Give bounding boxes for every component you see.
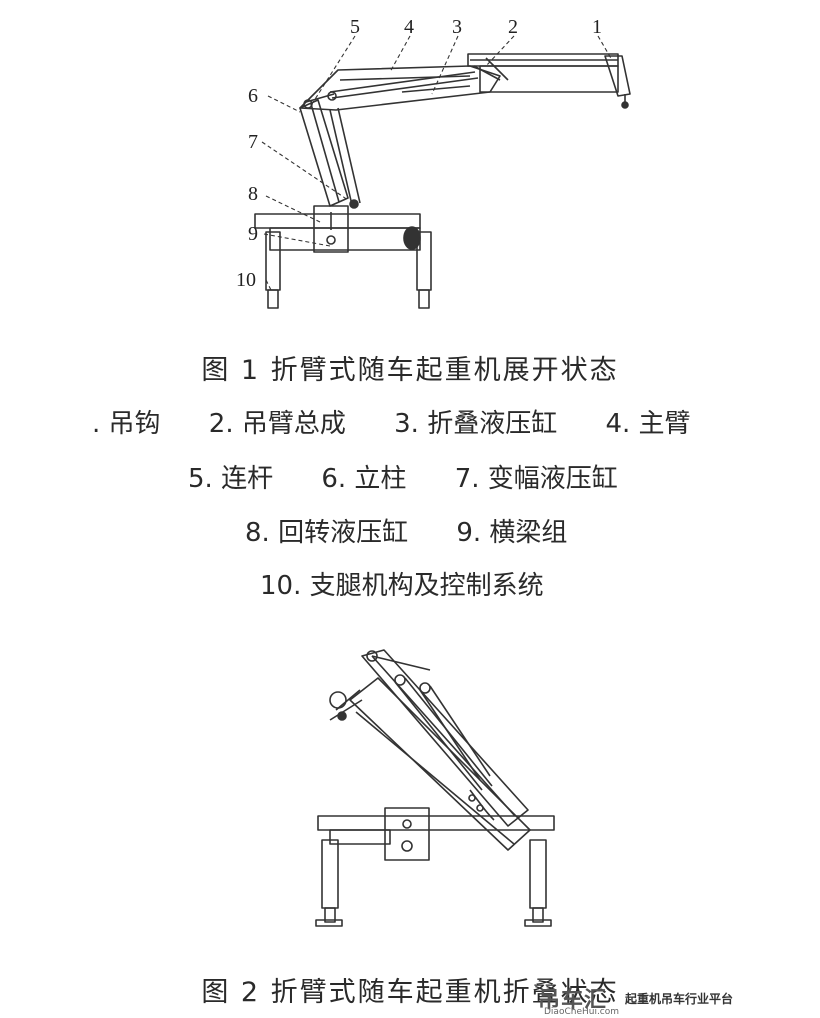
part-number-3: 3 xyxy=(452,16,462,38)
watermark-slogan: 起重机吊车行业平台 xyxy=(625,991,734,1006)
part-number-4: 4 xyxy=(404,16,414,38)
figure-2-caption: 图 2 折臂式随车起重机折叠状态 xyxy=(201,977,619,1008)
part-number-9: 9 xyxy=(248,223,258,245)
part-number-2: 2 xyxy=(508,16,518,38)
legend-item-link: 5. 连杆 xyxy=(188,464,274,494)
figure-2-crane-folded xyxy=(315,649,555,927)
figure-1-crane-unfolded: 5 4 3 2 1 6 7 8 9 10 xyxy=(236,16,631,309)
legend-item-crossbeam: 9. 横梁组 xyxy=(456,518,568,548)
legend-item-jib-assembly: 2. 吊臂总成 xyxy=(208,409,346,439)
watermark: 吊车汇 DiaoCheHui.com 起重机吊车行业平台 xyxy=(538,983,734,1017)
legend-row-3: 8. 回转液压缸 9. 横梁组 xyxy=(245,512,607,549)
part-number-6: 6 xyxy=(248,85,258,107)
part-number-10: 10 xyxy=(236,269,256,291)
legend-item-hook: . 吊钩 xyxy=(92,409,161,439)
part-number-7: 7 xyxy=(248,131,258,153)
part-number-8: 8 xyxy=(248,183,258,205)
legend-row-2: 5. 连杆 6. 立柱 7. 变幅液压缸 xyxy=(188,458,658,495)
legend-row-4: 10. 支腿机构及控制系统 xyxy=(260,565,584,602)
part-number-1: 1 xyxy=(592,16,602,38)
legend-row-1: . 吊钩 2. 吊臂总成 3. 折叠液压缸 4. 主臂 xyxy=(92,403,731,440)
watermark-logo: 吊车汇 xyxy=(538,988,608,1013)
legend-item-main-boom: 4. 主臂 xyxy=(605,409,691,439)
part-number-5: 5 xyxy=(350,16,360,38)
legend-item-outrigger-control: 10. 支腿机构及控制系统 xyxy=(260,571,544,601)
legend-item-folding-cylinder: 3. 折叠液压缸 xyxy=(394,409,558,439)
legend-item-luffing-cylinder: 7. 变幅液压缸 xyxy=(454,464,618,494)
legend-item-column: 6. 立柱 xyxy=(321,464,407,494)
figure-1-caption: 图 1 折臂式随车起重机展开状态 xyxy=(201,355,619,386)
watermark-site: DiaoCheHui.com xyxy=(544,1007,620,1017)
legend-item-slewing-cylinder: 8. 回转液压缸 xyxy=(245,518,409,548)
